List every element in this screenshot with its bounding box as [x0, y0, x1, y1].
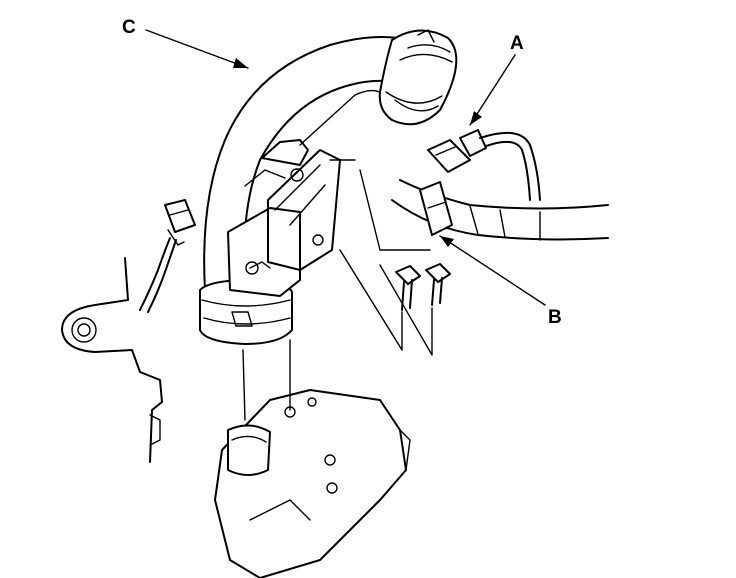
sensor-connector — [427, 129, 541, 201]
engine-bracket — [61, 257, 163, 463]
throttle-body — [214, 339, 411, 578]
callout-leaders — [145, 29, 546, 306]
intake-duct — [199, 29, 458, 345]
callout-c: C — [122, 17, 136, 38]
left-wire-connector — [139, 199, 196, 313]
callout-a: A — [510, 33, 524, 54]
duct-bracket — [227, 89, 381, 297]
callout-b: B — [548, 307, 562, 328]
wire-harness — [359, 169, 609, 251]
bolts — [339, 249, 451, 356]
